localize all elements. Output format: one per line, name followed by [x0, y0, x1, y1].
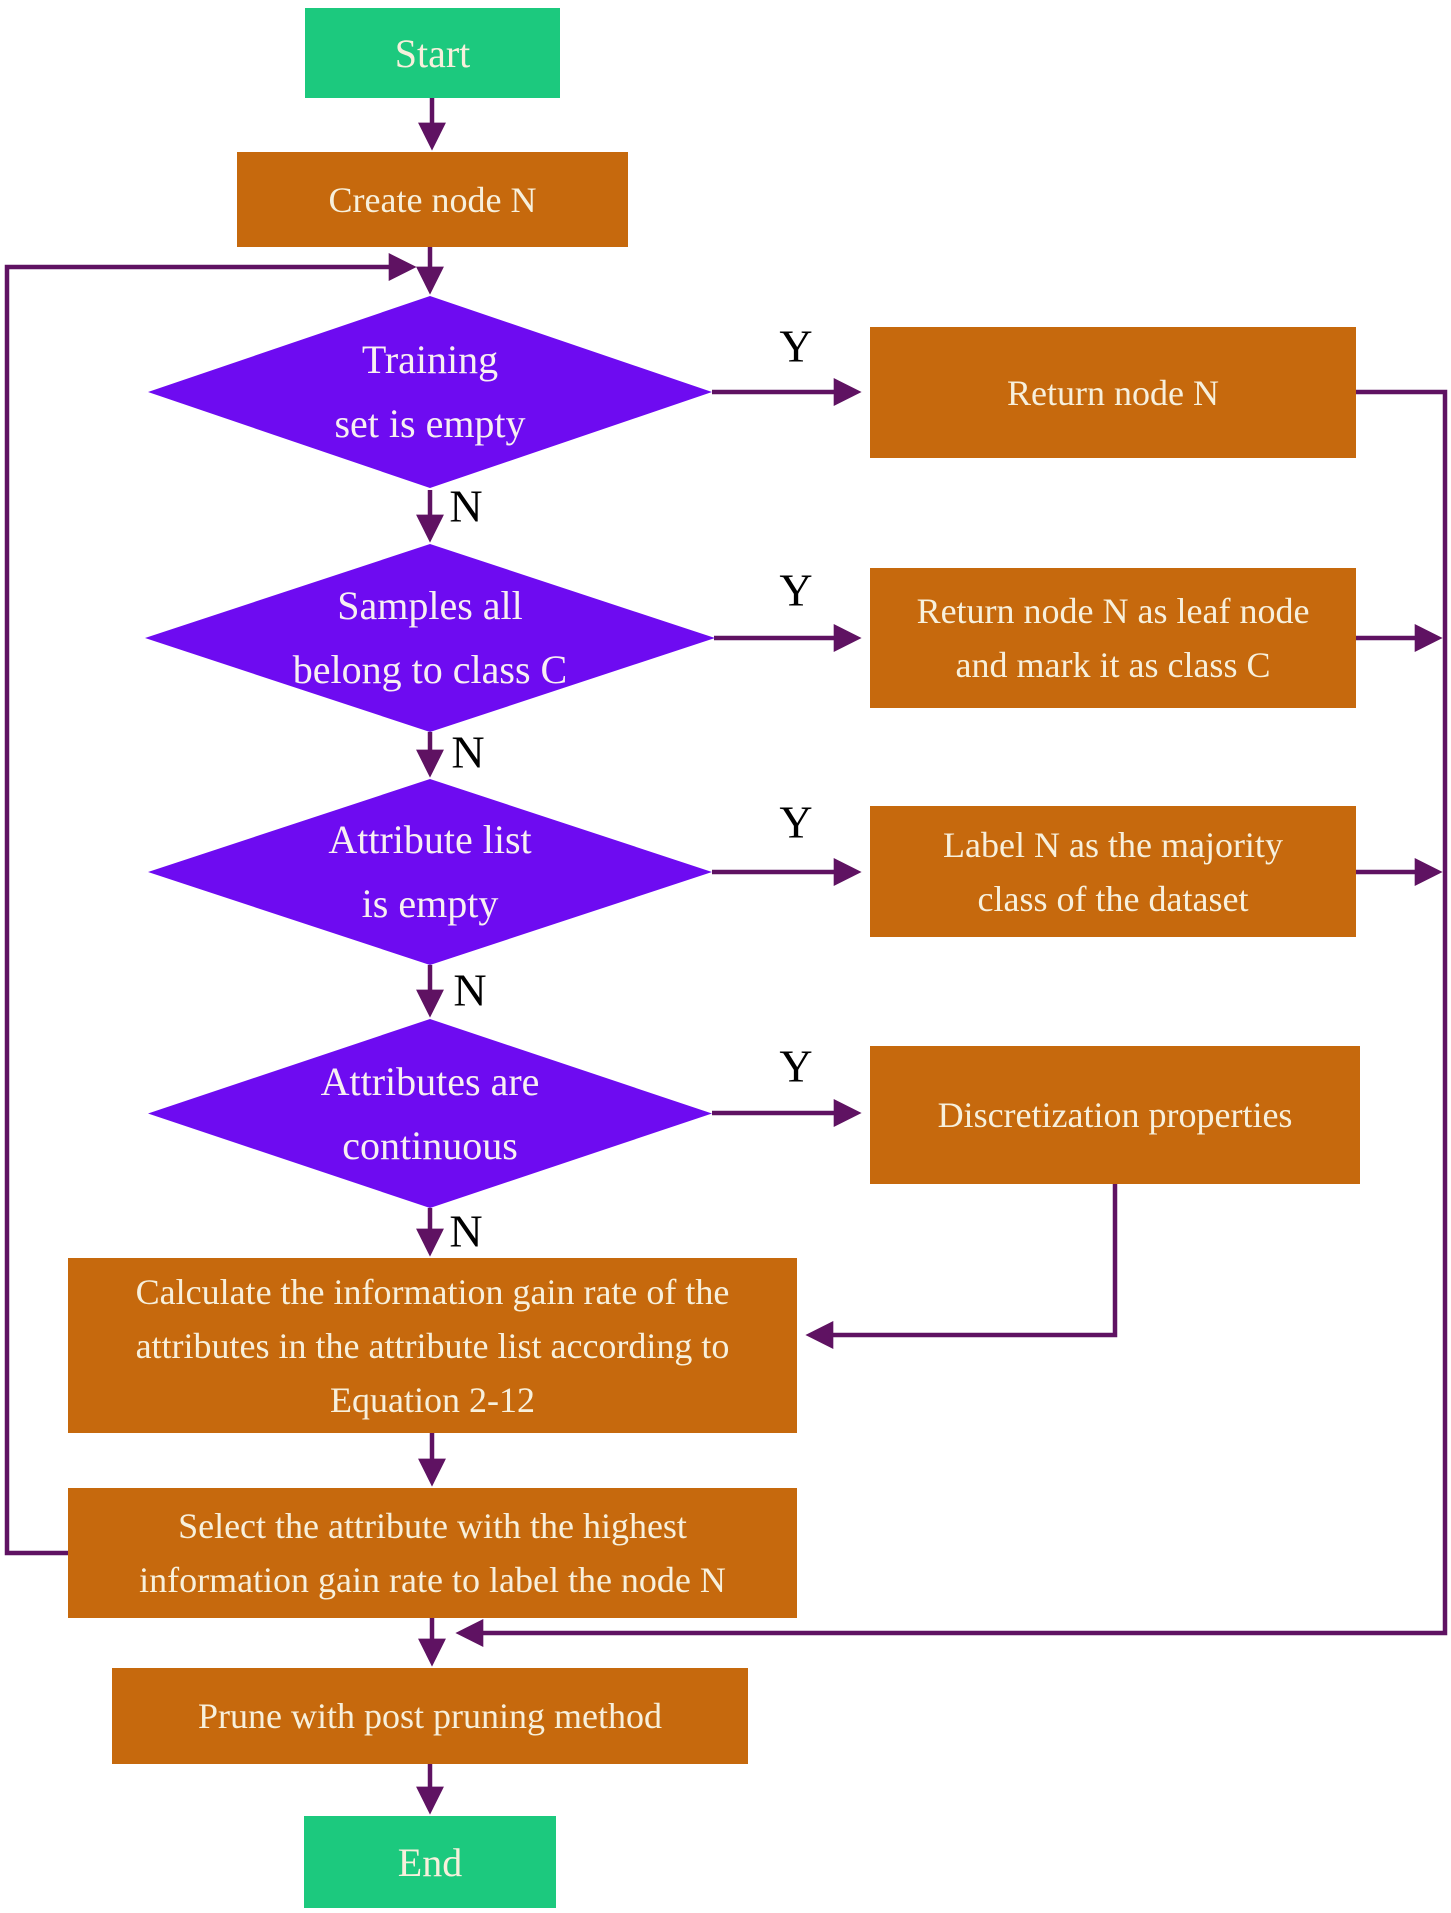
edge-label-no-attrlist: N [453, 964, 487, 1016]
node-label-line: Calculate the information gain rate of t… [135, 1271, 730, 1312]
edge-label-yes-attrlist: Y [779, 796, 813, 848]
return-leaf-process: Return node N as leaf node and mark it a… [870, 568, 1356, 708]
end-terminal: End [304, 1816, 556, 1908]
edge-label-no-continuous: N [449, 1205, 483, 1257]
node-label-line: Samples all [337, 583, 523, 628]
node-label-line: Discretization properties [937, 1095, 1293, 1135]
discretization-process: Discretization properties [870, 1046, 1360, 1184]
node-label-line: belong to class C [292, 647, 568, 692]
node-label-line: Label N as the majority [943, 824, 1283, 865]
node-label-line: is empty [361, 881, 499, 926]
edge-discretization-to-calculate [805, 1184, 1118, 1349]
node-label: Prune with post pruning method [198, 1696, 662, 1736]
node-label-line: continuous [342, 1122, 518, 1168]
edge-label-yes-continuous: Y [779, 1040, 813, 1092]
node-label-line: Training [361, 337, 499, 382]
label-majority-process: Label N as the majority class of the dat… [870, 806, 1356, 937]
node-label-line: Select the attribute with the highest [178, 1506, 687, 1546]
create-node-process: Create node N [237, 152, 628, 247]
edge-label-no-training: N [449, 480, 483, 532]
node-label: Start [394, 30, 471, 76]
node-label-line: set is empty [334, 401, 526, 446]
edge-label-yes-training: Y [779, 320, 813, 372]
edge-loop-select-to-top [4, 253, 417, 1556]
calculate-gain-process: Calculate the information gain rate of t… [68, 1258, 797, 1433]
select-attribute-process: Select the attribute with the highest in… [68, 1488, 797, 1618]
edge-label-yes-samples: Y [779, 564, 813, 616]
prune-process: Prune with post pruning method [112, 1668, 748, 1764]
edge-return-bus-to-junction [455, 389, 1448, 1647]
node-label: Create node N [328, 179, 537, 220]
node-label: End [397, 1839, 463, 1885]
start-terminal: Start [305, 8, 560, 98]
node-label-line: Return node N [1007, 372, 1219, 413]
node-label-line: Attribute list [328, 817, 532, 862]
node-label-line: attributes in the attribute list accordi… [135, 1325, 730, 1366]
node-label-line: Equation 2-12 [330, 1379, 535, 1420]
node-label-line: class of the dataset [977, 878, 1249, 919]
edge-label-no-samples: N [451, 726, 485, 778]
node-label-line: and mark it as class C [955, 645, 1271, 685]
return-node-process: Return node N [870, 327, 1356, 458]
node-label-line: Attributes are [320, 1058, 540, 1104]
node-label-line: Return node N as leaf node [916, 591, 1310, 631]
node-label-line: information gain rate to label the node … [139, 1560, 726, 1600]
